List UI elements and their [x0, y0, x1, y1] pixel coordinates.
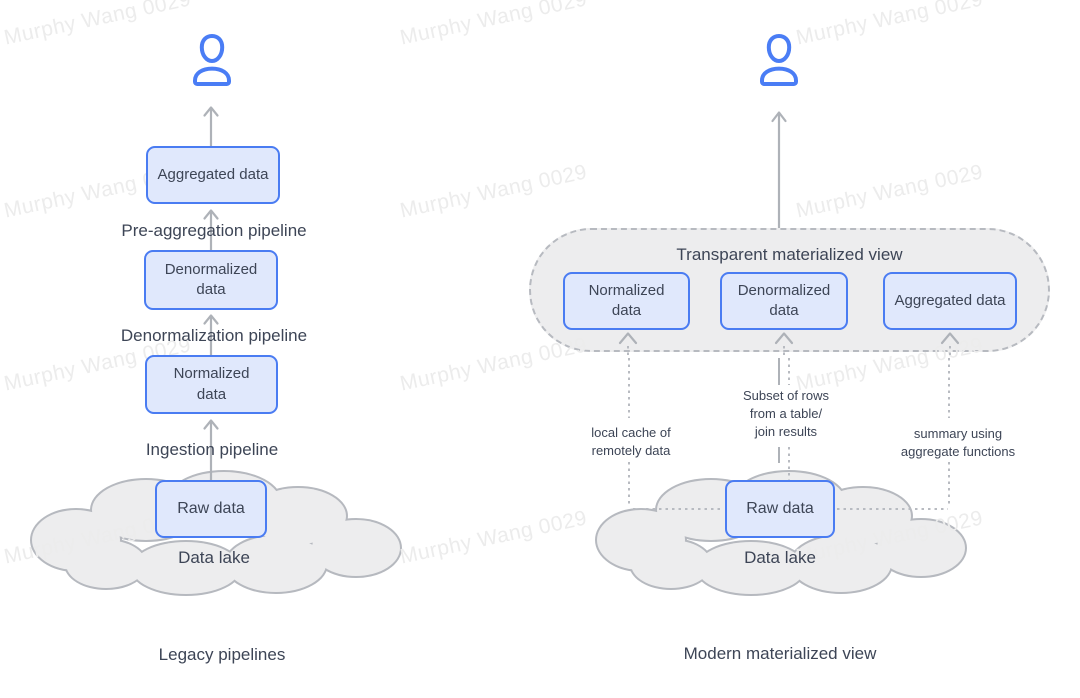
watermark-text: Murphy Wang 0029: [398, 160, 590, 223]
aggregated-data-box: Aggregated data: [883, 272, 1017, 330]
raw-data-box: Raw data: [155, 480, 267, 538]
dotted-connector: [633, 508, 723, 510]
dotted-connector: [788, 358, 790, 385]
denormalized-data-box: Denormalized data: [720, 272, 848, 330]
data-lake-label: Data lake: [744, 548, 816, 567]
watermark-text: Murphy Wang 0029: [2, 0, 194, 50]
solid-connector: [778, 447, 780, 463]
dotted-connector: [788, 447, 790, 481]
legacy-caption: Legacy pipelines: [158, 645, 286, 664]
note-local-cache: local cache of remotely data: [591, 425, 671, 459]
modern-caption: Modern materialized view: [683, 644, 877, 663]
note-subset-rows: Subset of rows from a table/ join result…: [743, 388, 829, 440]
data-lake-label: Data lake: [178, 548, 250, 567]
arrowhead-up-icon: [618, 332, 638, 356]
ingestion-pipeline-label: Ingestion pipeline: [145, 440, 279, 459]
denormalized-data-box: Denormalized data: [144, 250, 278, 310]
watermark-text: Murphy Wang 0029: [794, 0, 986, 50]
dotted-connector: [628, 358, 630, 418]
dotted-connector: [948, 358, 950, 418]
arrow-up-icon: [203, 209, 219, 251]
arrowhead-up-icon: [774, 332, 794, 356]
raw-data-box: Raw data: [725, 480, 835, 538]
arrow-up-icon: [203, 419, 219, 482]
normalized-data-box: Normalized data: [563, 272, 690, 330]
dotted-connector: [948, 462, 950, 504]
materialized-view-title: Transparent materialized view: [676, 245, 903, 264]
dotted-connector: [628, 462, 630, 506]
denormalization-pipeline-label: Denormalization pipeline: [120, 326, 308, 345]
watermark-text: Murphy Wang 0029: [398, 506, 590, 569]
arrow-up-icon: [203, 106, 219, 147]
watermark-text: Murphy Wang 0029: [398, 0, 590, 50]
user-icon: [760, 34, 798, 86]
watermark-text: Murphy Wang 0029: [794, 160, 986, 223]
arrowhead-up-icon: [940, 332, 960, 356]
watermark-text: Murphy Wang 0029: [398, 333, 590, 396]
aggregated-data-box: Aggregated data: [146, 146, 280, 204]
note-summary: summary using aggregate functions: [900, 426, 1016, 460]
preaggregation-pipeline-label: Pre-aggregation pipeline: [121, 221, 307, 240]
arrow-up-icon: [771, 111, 787, 228]
normalized-data-box: Normalized data: [145, 355, 278, 414]
arrow-up-icon: [203, 314, 219, 356]
solid-connector: [778, 358, 780, 385]
user-icon: [193, 34, 231, 86]
dotted-connector: [837, 508, 948, 510]
